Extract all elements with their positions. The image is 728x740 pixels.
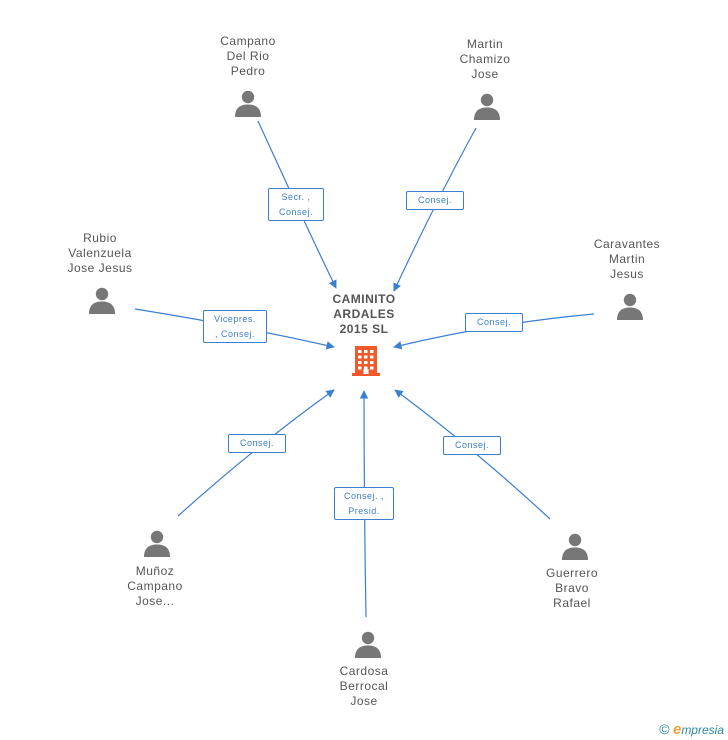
relation-edge-munoz-campano <box>177 389 335 517</box>
person-icon[interactable] <box>142 528 172 558</box>
person-name-martin-chamizo[interactable]: Martin Chamizo Jose <box>459 37 511 81</box>
person-icon[interactable] <box>233 88 263 118</box>
brand-logo-initial: e <box>672 721 682 738</box>
footer-brand: © empresia <box>659 721 724 738</box>
person-icon[interactable] <box>87 285 117 315</box>
person-icon[interactable] <box>472 91 502 121</box>
copyright-icon: © <box>659 721 670 737</box>
role-badge-cardosa-berrocal: Consej. , Presid. <box>334 487 394 520</box>
role-badge-rubio-valenzuela: Vicepres. , Consej. <box>203 310 267 343</box>
person-name-rubio-valenzuela[interactable]: Rubio Valenzuela Jose Jesus <box>67 231 133 275</box>
company-name[interactable]: CAMINITO ARDALES 2015 SL <box>332 292 396 336</box>
person-name-campano-del-rio[interactable]: Campano Del Rio Pedro <box>220 34 276 78</box>
brand-logo-text: mpresia <box>681 723 724 737</box>
person-name-caravantes-martin[interactable]: Caravantes Martin Jesus <box>593 237 661 281</box>
person-name-guerrero-bravo[interactable]: Guerrero Bravo Rafael <box>545 566 599 610</box>
role-badge-caravantes-martin: Consej. <box>465 313 523 332</box>
role-badge-munoz-campano: Consej. <box>228 434 286 453</box>
person-name-munoz-campano[interactable]: Muñoz Campano Jose... <box>127 564 183 608</box>
person-icon[interactable] <box>615 291 645 321</box>
role-badge-campano-del-rio: Secr. , Consej. <box>268 188 324 221</box>
person-icon[interactable] <box>353 629 383 659</box>
role-badge-martin-chamizo: Consej. <box>406 191 464 210</box>
building-icon[interactable] <box>349 344 383 378</box>
person-name-cardosa-berrocal[interactable]: Cardosa Berrocal Jose <box>339 664 389 708</box>
person-icon[interactable] <box>560 531 590 561</box>
role-badge-guerrero-bravo: Consej. <box>443 436 501 455</box>
